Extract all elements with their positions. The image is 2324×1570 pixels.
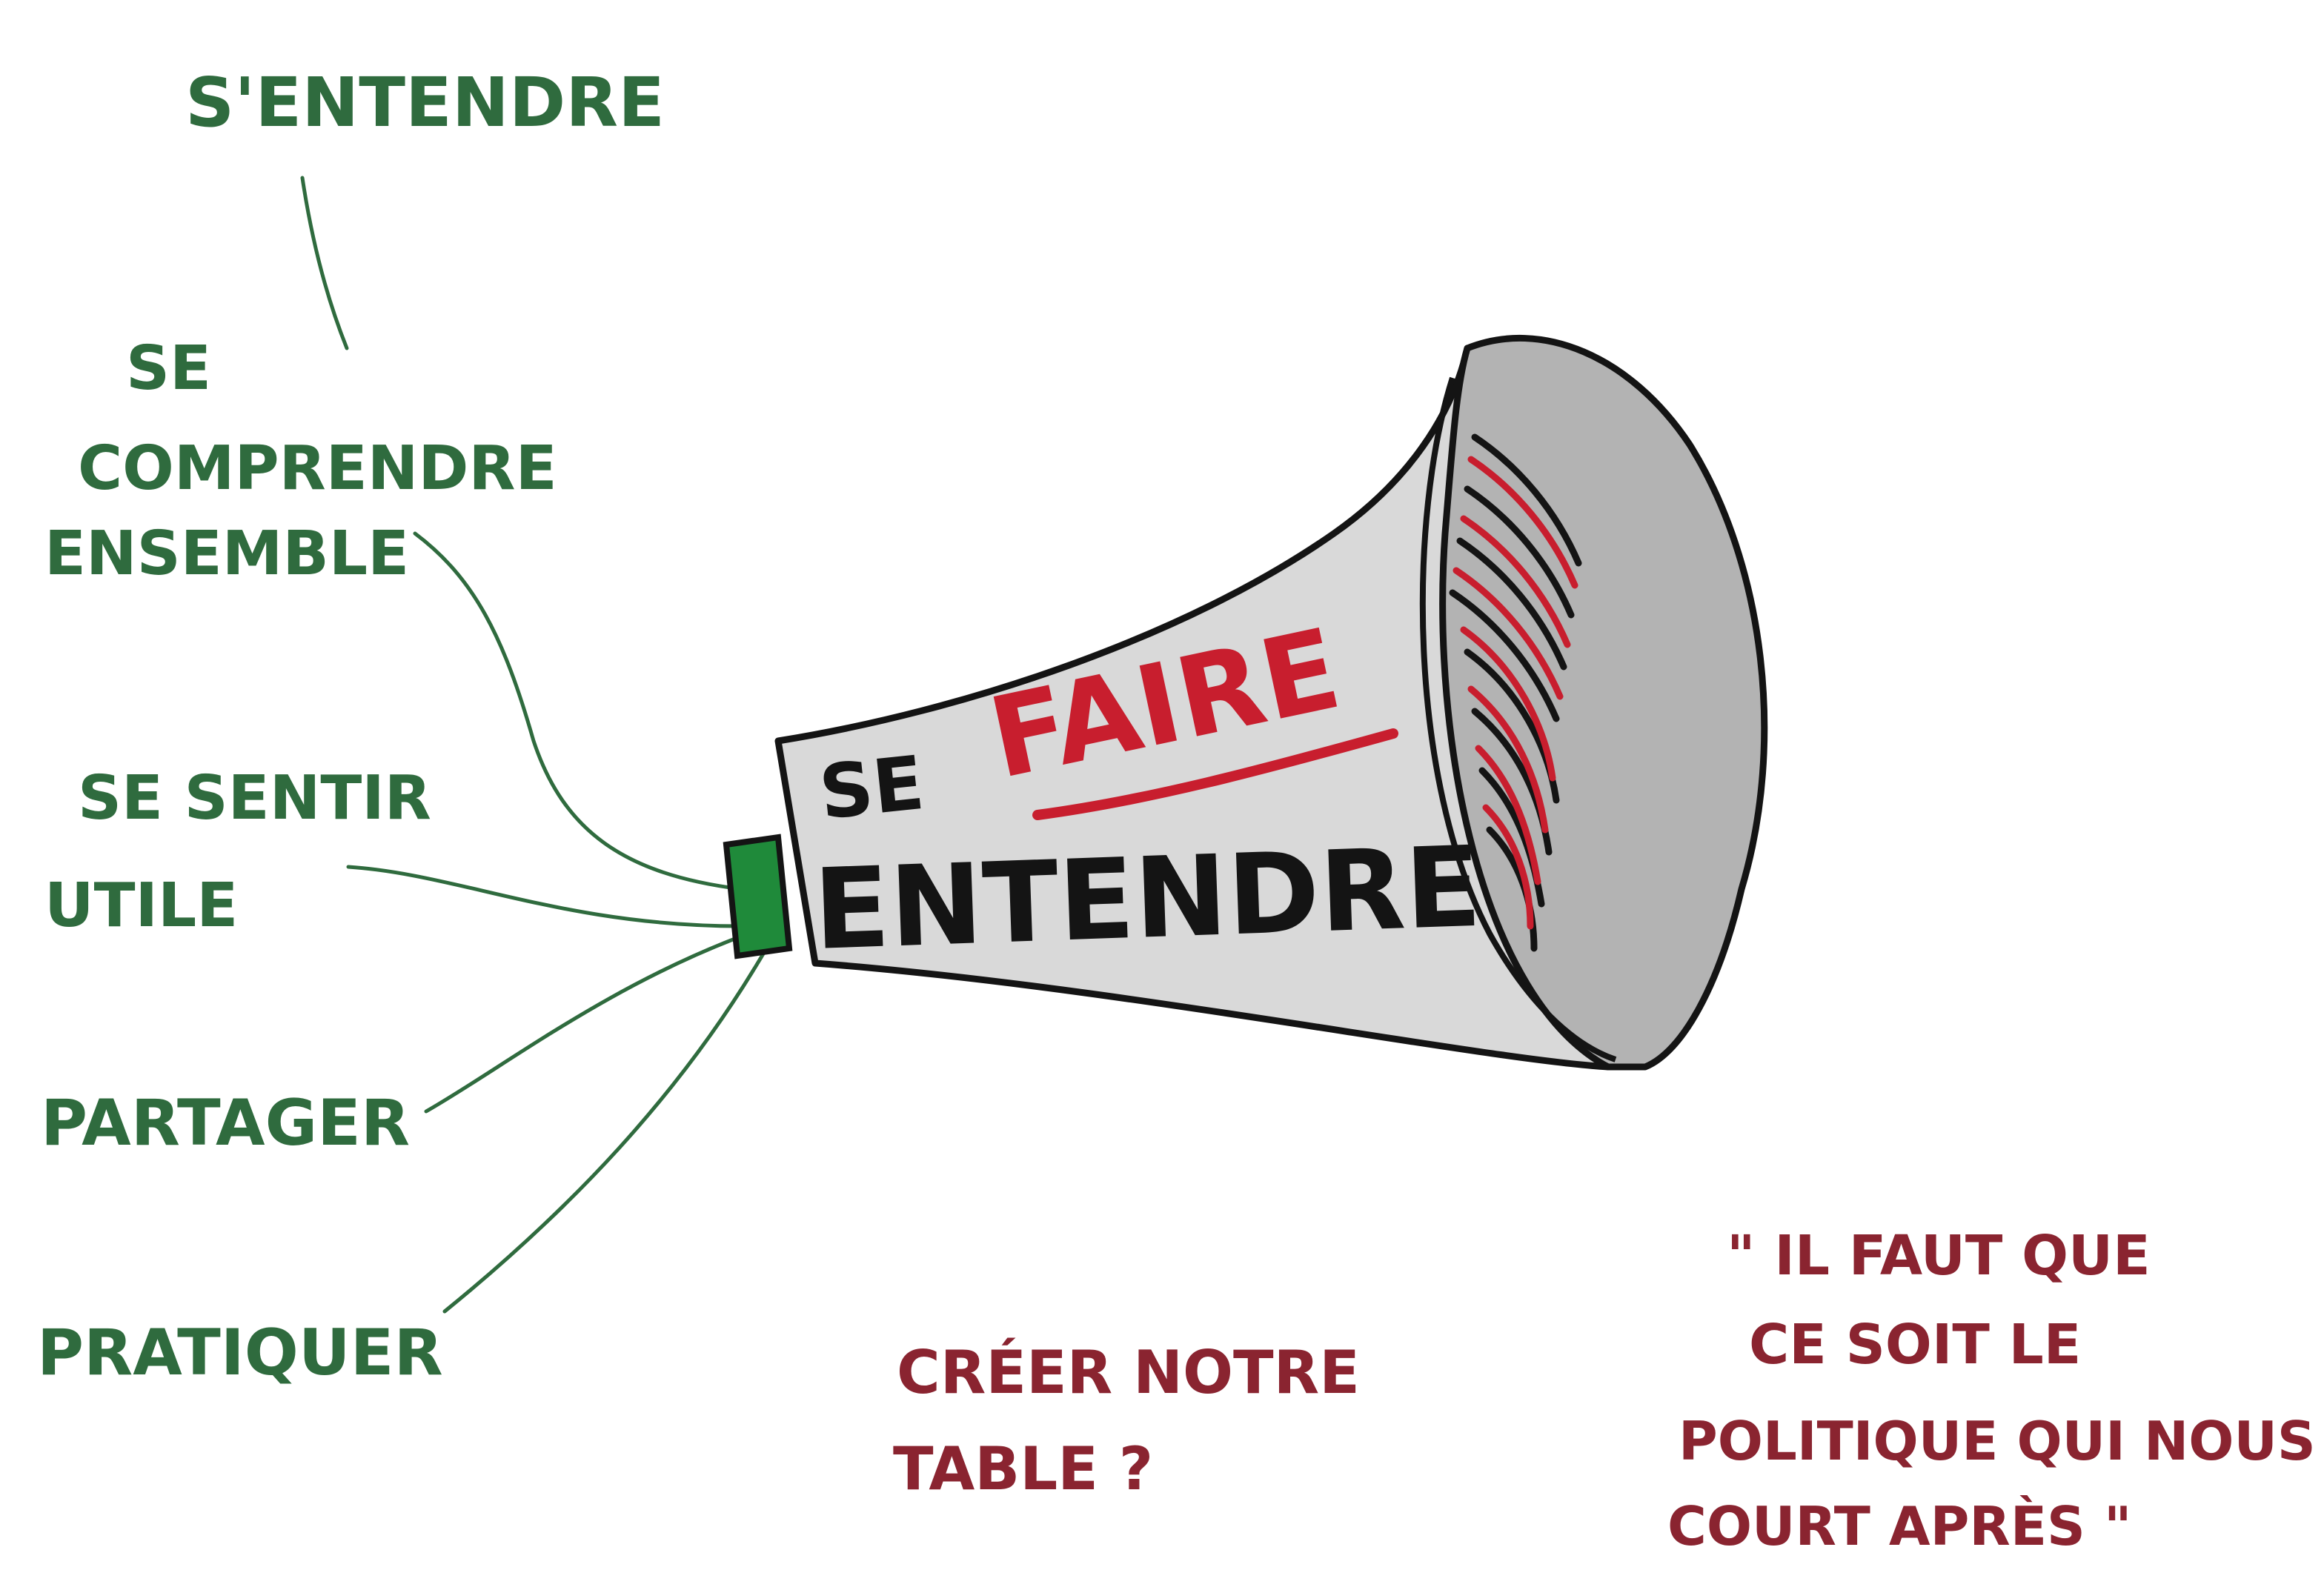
bell-inner-curve bbox=[1419, 376, 1617, 1062]
label-utile: UTILE bbox=[44, 871, 238, 941]
label-s-entendre: S'ENTENDRE bbox=[185, 63, 665, 142]
label-pratiquer: PRATIQUER bbox=[37, 1316, 443, 1390]
branch-labels: S'ENTENDRE SE COMPRENDRE ENSEMBLE SE SEN… bbox=[37, 63, 665, 1390]
label-se-sentir: SE SENTIR bbox=[78, 763, 431, 834]
note-creer-line1: CRÉER NOTRE bbox=[897, 1337, 1360, 1407]
line-top bbox=[300, 176, 349, 350]
note-quote-line3: POLITIQUE QUI NOUS bbox=[1679, 1410, 2316, 1472]
megaphone: SE FAIRE ENTENDRE bbox=[723, 335, 1768, 1071]
line-utile bbox=[346, 865, 743, 928]
megaphone-word-entendre: ENTENDRE bbox=[811, 823, 1483, 975]
notes: CRÉER NOTRE TABLE ? " IL FAUT QUE CE SOI… bbox=[893, 1224, 2316, 1557]
line-partager bbox=[424, 931, 751, 1114]
note-quote-line1: " IL FAUT QUE bbox=[1727, 1224, 2151, 1288]
connector-lines bbox=[300, 176, 773, 1314]
note-quote-line2: CE SOIT LE bbox=[1749, 1313, 2081, 1377]
line-ensemble bbox=[413, 531, 743, 891]
label-comprendre: COMPRENDRE bbox=[78, 433, 557, 504]
sound-waves bbox=[1449, 433, 1582, 952]
note-quote-line4: COURT APRÈS " bbox=[1667, 1495, 2131, 1557]
faire-underline bbox=[1032, 728, 1398, 820]
label-ensemble: ENSEMBLE bbox=[44, 519, 409, 589]
line-pratiquer bbox=[442, 939, 773, 1314]
label-se: SE bbox=[126, 333, 211, 404]
note-creer-line2: TABLE ? bbox=[893, 1434, 1153, 1503]
mouthpiece bbox=[723, 834, 793, 959]
megaphone-word-se: SE bbox=[815, 739, 928, 836]
label-partager: PARTAGER bbox=[41, 1086, 410, 1160]
